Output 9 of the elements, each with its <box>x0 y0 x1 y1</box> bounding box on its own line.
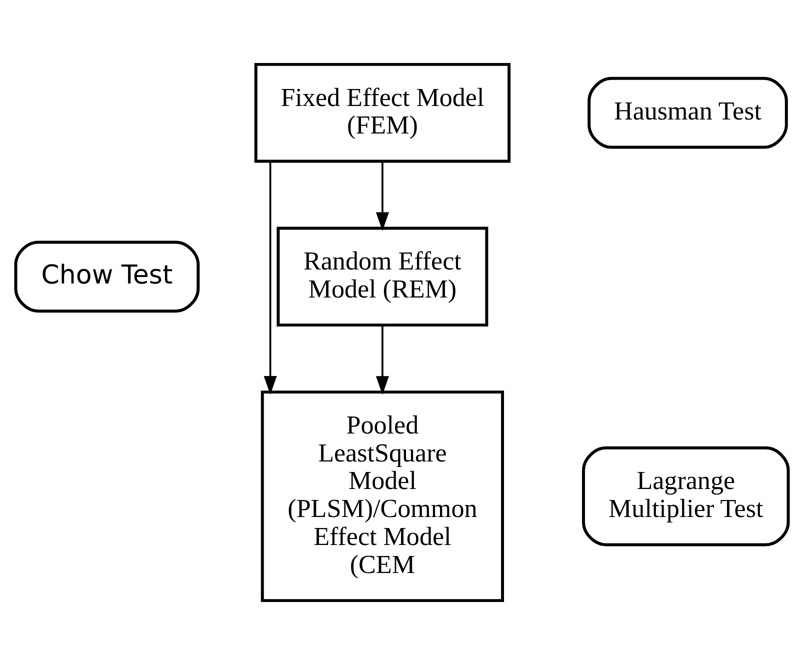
node-box: Hausman Test <box>588 76 788 148</box>
node-box: Pooled LeastSquare Model (PLSM)/Common Effect Model (CEM <box>260 390 504 602</box>
node-box: Random Effect Model (REM) <box>276 226 488 326</box>
arrow <box>264 160 277 394</box>
arrow <box>376 162 389 230</box>
node-box: Fixed Effect Model (FEM) <box>254 62 511 162</box>
node-box: Lagrange Multiplier Test <box>582 446 790 546</box>
node-box: Chow Test <box>14 240 200 312</box>
arrow <box>376 324 389 394</box>
